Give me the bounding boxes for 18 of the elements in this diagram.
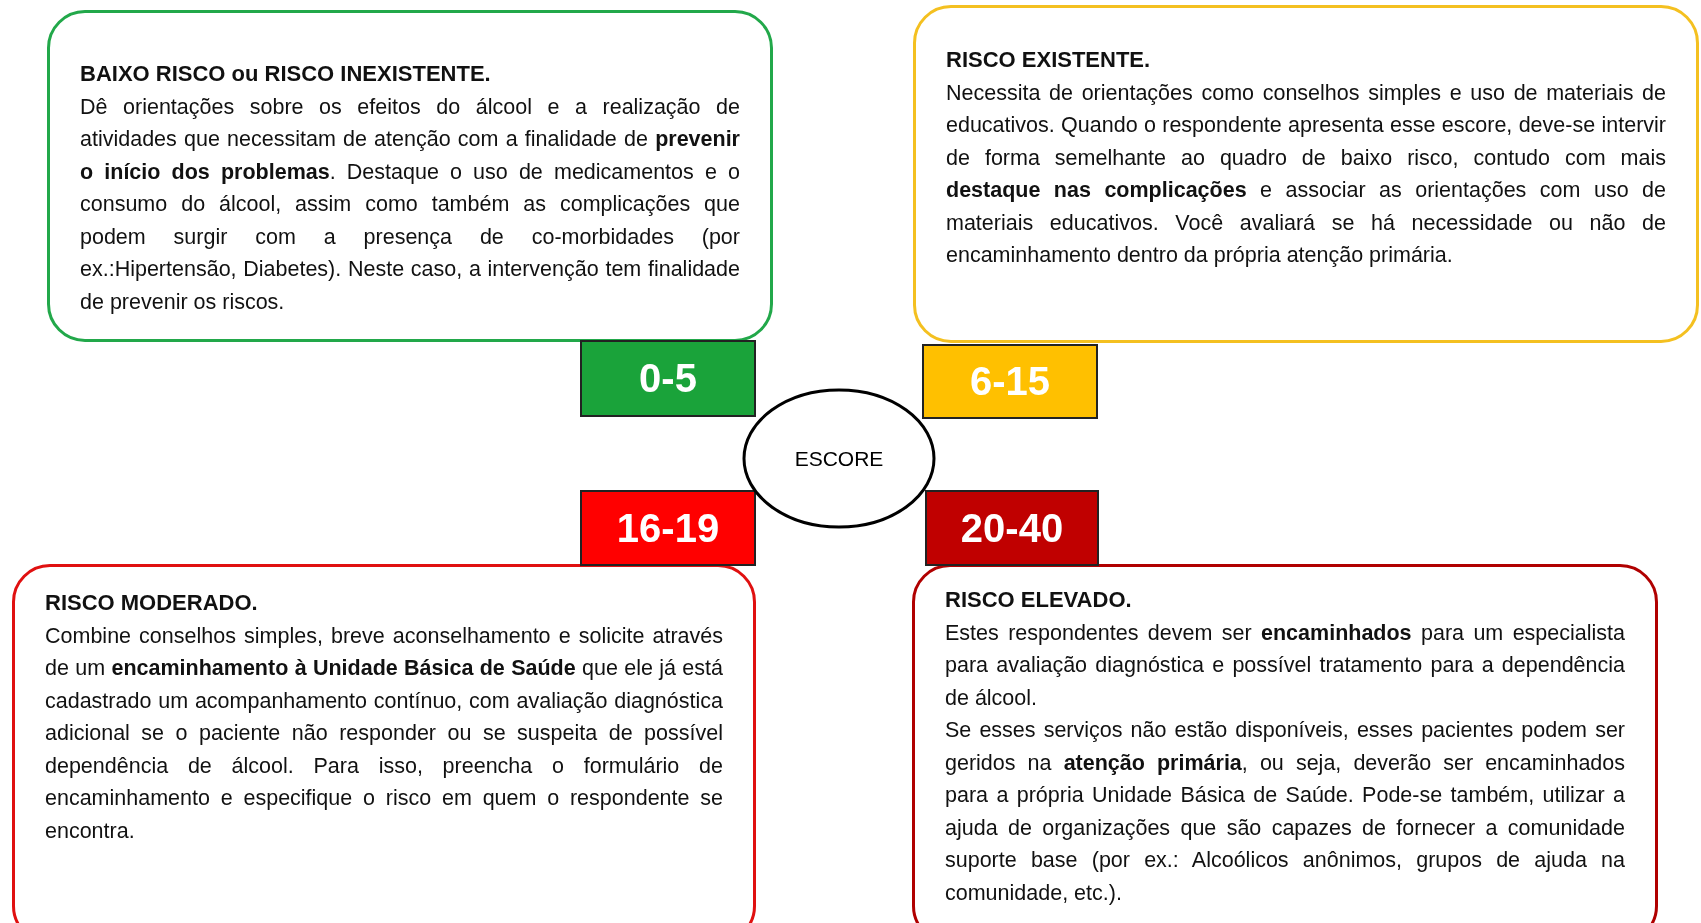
risk-card	[913, 5, 1699, 343]
risk-description: Combine conselhos simples, breve aconselhamento e solicite através de um encaminhamento à Unidade Básica de Saúde que ele já está cadastrado um acompanhamento contínuo, com avaliação diagnóstica adicional se o paciente não responder ou se suspeita de possível dependência de álcool. Para isso, preencha o formulário de encaminhamento e especifique o risco em quem o respondente se encontra.	[45, 622, 723, 845]
risk-card	[12, 564, 756, 923]
risk-heading: RISCO ELEVADO.	[945, 586, 1133, 614]
risk-card	[912, 564, 1658, 923]
risk-description: Necessita de orientações como conselhos simples e uso de materiais de educativos. Quando o respondente apresenta esse escore, deve-se intervir de forma semelhante ao quadro de baixo risco, contudo com mais destaque nas complicações e associar as orientações com uso de materiais educativos. Você avaliará se há necessidade ou não de encaminhamento dentro da própria atenção primária.	[946, 79, 1666, 269]
score-range-tag: 6-15	[922, 344, 1098, 419]
risk-description: Se esses serviços não estão disponíveis, esses pacientes podem ser geridos na atenção primária, ou seja, deverão ser encaminhados para a própria Unidade Básica de Saúde. Pode-se também, utilizar a ajuda de organizações que são capazes de fornecer a comunidade suporte base (por ex.: Alcoólicos anônimos, grupos de ajuda na comunidade, etc.).	[945, 717, 1625, 907]
score-range-tag: 20-40	[925, 490, 1099, 566]
risk-description: Estes respondentes devem ser encaminhados para um especialista para avaliação diagnóstica e possível tratamento para a dependência de álcool.	[945, 619, 1625, 712]
score-range-tag: 16-19	[580, 490, 756, 566]
risk-heading: RISCO EXISTENTE.	[946, 46, 1152, 74]
score-label: ESCORE	[793, 446, 885, 471]
risk-heading: BAIXO RISCO ou RISCO INEXISTENTE.	[80, 60, 492, 88]
score-range-tag: 0-5	[580, 340, 756, 417]
risk-heading: RISCO MODERADO.	[45, 589, 259, 617]
risk-description: Dê orientações sobre os efeitos do álcool e a realização de atividades que necessitam de atenção com a finalidade de prevenir o início dos problemas. Destaque o uso de medicamentos e o consumo do álcool, assim como também as complicações que podem surgir com a presença de co-morbidades (por ex.:Hipertensão, Diabetes). Neste caso, a intervenção tem finalidade de prevenir os riscos.	[80, 93, 740, 316]
risk-card	[47, 10, 773, 342]
